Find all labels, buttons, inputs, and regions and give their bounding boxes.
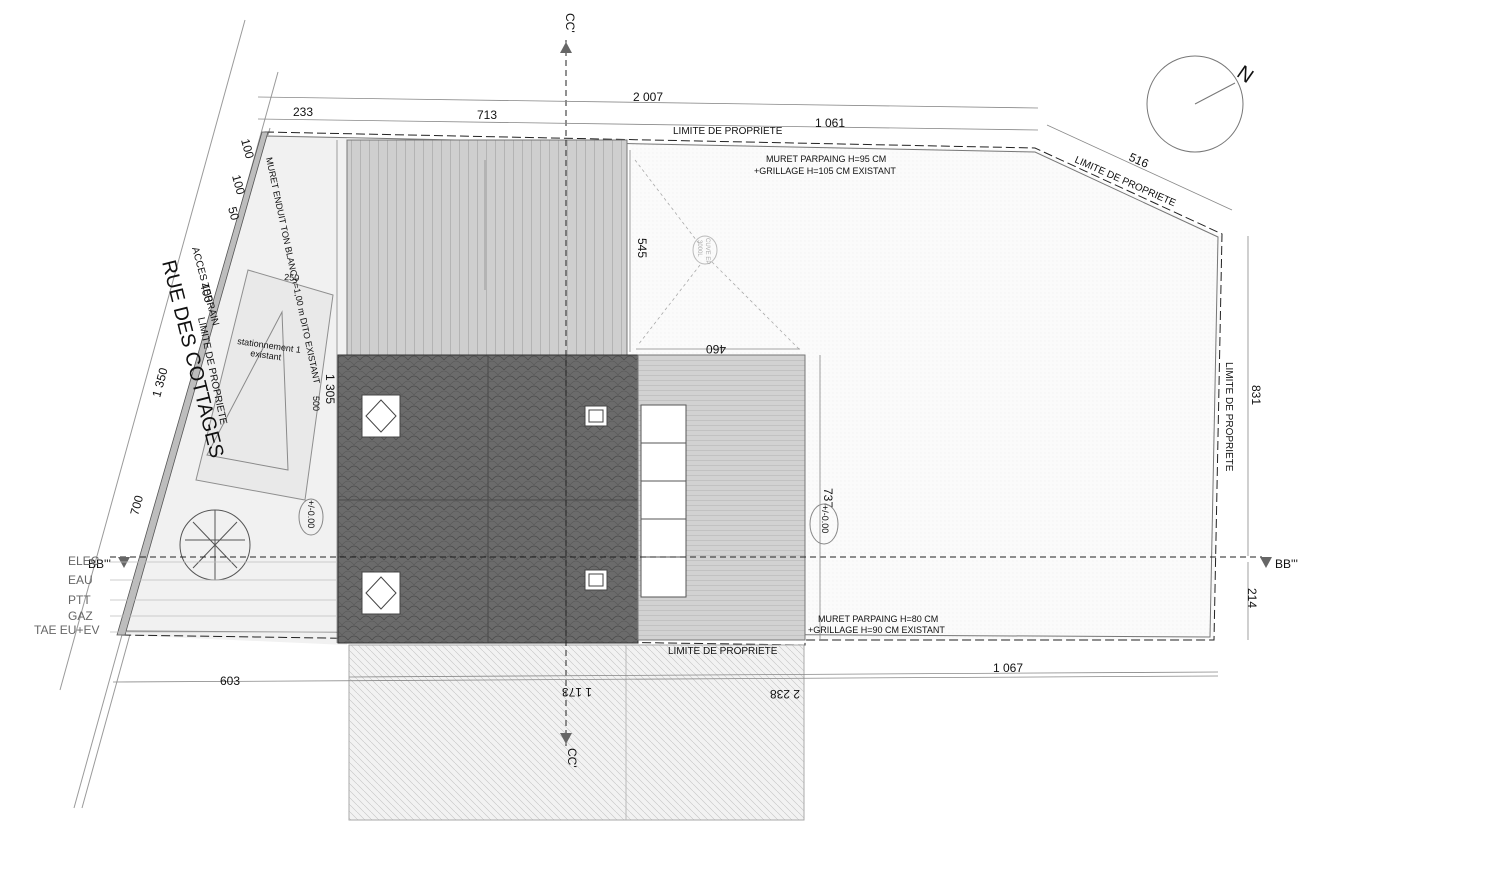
garden-area (630, 142, 1222, 640)
level-marker-2 (809, 503, 839, 545)
dim-831: 831 (1249, 385, 1263, 405)
dim-2238: 2 238 (770, 687, 800, 701)
label-muret-bottom-1: MURET PARPAING H=80 CM (818, 614, 938, 624)
dim-1305: 1 305 (323, 374, 337, 404)
label-cuve-1: CUVE EP (704, 238, 710, 264)
level-label-2: +/-0.00 (820, 505, 830, 533)
section-label-cc-bottom: CC' (565, 748, 579, 768)
section-label-bb-left: BB''' (88, 557, 111, 571)
section-marker-bb-right (1260, 557, 1272, 568)
network-ptt: PTT (68, 593, 91, 607)
skylights (361, 394, 608, 615)
dim-2007: 2 007 (633, 90, 663, 104)
label-acces: ACCES TERRAIN (189, 246, 221, 327)
dim-1173: 1 173 (562, 685, 592, 699)
dim-1061: 1 061 (815, 116, 845, 130)
dim-700: 700 (127, 493, 146, 516)
network-elec: ELEC (68, 554, 100, 568)
water-tank (692, 235, 718, 265)
section-marker-cc-top (560, 42, 572, 53)
network-lines (110, 561, 336, 633)
network-gaz: GAZ (68, 609, 93, 623)
dimension-lines (112, 96, 1249, 683)
glazing (640, 404, 687, 598)
label-muret-top-1: MURET PARPAING H=95 CM (766, 154, 886, 164)
left-wall (116, 131, 269, 636)
label-muret-top-2: +GRILLAGE H=105 CM EXISTANT (754, 166, 896, 176)
dim-460: 460 (706, 342, 726, 356)
label-cuve-2: 3000L (696, 240, 702, 257)
dim-1350: 1 350 (149, 366, 170, 399)
terrace (348, 644, 805, 821)
dim-400: 400 (197, 281, 216, 304)
dim-737: 737 (821, 488, 835, 508)
north-arrow (1146, 55, 1244, 153)
dim-100b: 100 (229, 173, 248, 196)
dim-250: 250 (284, 272, 300, 283)
label-parking-2: existant (250, 348, 283, 362)
section-label-bb-right: BB''' (1275, 557, 1298, 571)
dim-233: 233 (293, 105, 313, 119)
section-marker-bb-left (118, 557, 130, 568)
roof-annex (346, 139, 628, 356)
label-limite-top: LIMITE DE PROPRIETE (673, 126, 783, 137)
dim-713: 713 (477, 108, 497, 122)
parking-triangle (206, 310, 289, 471)
network-eau: EAU (68, 573, 93, 587)
dim-1067: 1 067 (993, 661, 1023, 675)
dim-516: 516 (1127, 150, 1151, 171)
section-marker-cc-bottom (560, 733, 572, 744)
label-limite-right: LIMITE DE PROPRIETE (1223, 362, 1234, 472)
label-limite-bottom: LIMITE DE PROPRIETE (668, 646, 778, 657)
dim-50: 50 (225, 205, 242, 222)
dim-500: 500 (311, 396, 321, 411)
parking-area (195, 269, 334, 501)
label-muret-bottom-2: +GRILLAGE H=90 CM EXISTANT (808, 625, 945, 635)
dim-603: 603 (220, 674, 240, 688)
level-label-1: +/-0.00 (306, 500, 316, 528)
tank-lines (634, 159, 801, 351)
north-label: N (1233, 62, 1257, 88)
network-tae: TAE EU+EV (34, 623, 99, 637)
dim-545: 545 (635, 238, 649, 258)
section-label-cc-top: CC' (563, 13, 577, 33)
level-marker-1 (298, 498, 324, 536)
dim-214: 214 (1245, 588, 1259, 608)
dim-100a: 100 (238, 137, 257, 160)
